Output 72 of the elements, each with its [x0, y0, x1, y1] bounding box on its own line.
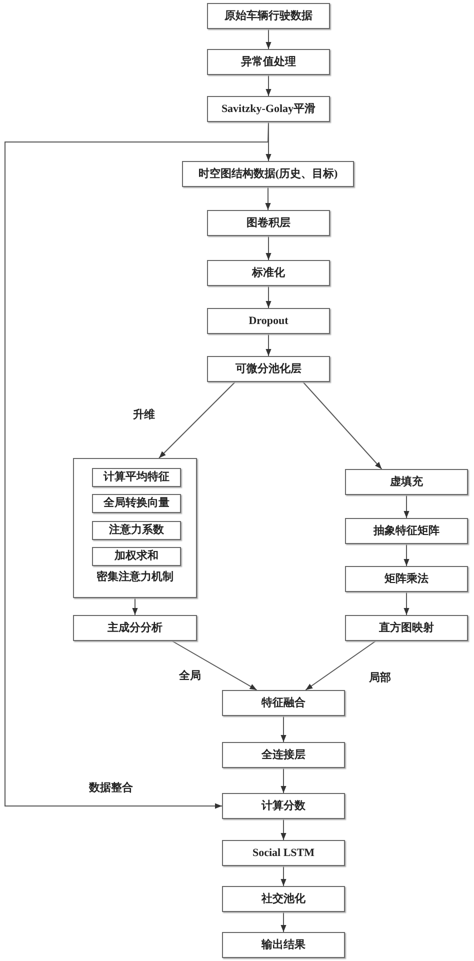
box-label: 主成分分析: [108, 622, 162, 634]
box-label: 矩阵乘法: [384, 574, 428, 584]
process-box: [207, 96, 330, 122]
arrow: [280, 818, 286, 840]
process-box: [207, 260, 330, 286]
box-label: 抽象特征矩阵: [374, 526, 440, 536]
arrow: [280, 768, 286, 794]
edge-label: 局部: [368, 673, 392, 684]
arrow: [280, 716, 286, 742]
arrow: [266, 334, 272, 356]
box-label: 全连接层: [262, 750, 306, 760]
box-label: 虚填充: [390, 476, 423, 488]
process-box: [345, 518, 468, 544]
process-box: [73, 615, 197, 641]
process-box: [345, 615, 468, 641]
process-box: [92, 521, 181, 540]
box-label: 直方图映射: [379, 622, 434, 634]
arrow: [4, 122, 269, 809]
arrow: [266, 28, 272, 50]
group-box: [73, 458, 197, 598]
box-label: Savitzky-Golay平滑: [221, 104, 316, 114]
arrow: [265, 186, 271, 210]
edge-label: 数据整合: [88, 783, 134, 794]
box-label: 时空图结构数据(历史、目标): [198, 168, 338, 180]
process-box: [207, 308, 330, 334]
process-box: [345, 469, 468, 495]
box-label: Social LSTM: [252, 848, 315, 858]
arrow: [172, 640, 258, 690]
process-box: [92, 547, 181, 566]
edge-label: 升维: [132, 410, 156, 421]
arrow: [404, 544, 410, 566]
process-box: [207, 3, 330, 29]
process-box: [182, 161, 354, 187]
box-label: 注意力系数: [109, 525, 164, 536]
box-label: 全局转换向量: [104, 498, 170, 509]
box-label: 可微分池化层: [236, 364, 302, 374]
process-box: [207, 49, 330, 75]
process-box: [222, 840, 345, 866]
box-label: 输出结果: [262, 940, 306, 950]
arrow: [404, 494, 410, 518]
arrow: [266, 236, 272, 260]
arrow: [132, 598, 138, 616]
box-label: 计算平均特征: [104, 472, 170, 483]
arrow: [266, 74, 272, 96]
arrow: [266, 286, 272, 308]
process-box: [222, 932, 345, 958]
process-box: [222, 886, 345, 912]
process-box: [345, 566, 468, 592]
arrow: [158, 382, 236, 458]
box-label: 异常值处理: [241, 56, 296, 68]
box-label: 原始车辆行驶数据: [224, 10, 312, 22]
box-label: 计算分数: [262, 800, 306, 812]
process-box: [222, 742, 345, 768]
arrow: [305, 640, 376, 690]
box-label: 标准化: [252, 268, 285, 278]
box-label: 加权求和: [114, 551, 158, 562]
arrow: [302, 382, 382, 470]
arrow: [280, 912, 286, 932]
box-label: 社交池化: [262, 894, 306, 904]
process-box: [92, 494, 181, 513]
edge-label: 全局: [178, 671, 202, 682]
group-title: 密集注意力机制: [96, 570, 174, 584]
process-box: [222, 793, 345, 819]
arrow: [280, 866, 286, 886]
box-label: Dropout: [248, 316, 288, 326]
process-box: [207, 356, 330, 382]
process-box: [207, 210, 330, 236]
process-box: [92, 468, 181, 487]
process-box: [222, 690, 345, 716]
box-label: 特征融合: [262, 698, 306, 708]
box-label: 图卷积层: [246, 218, 290, 228]
arrow: [404, 592, 410, 616]
